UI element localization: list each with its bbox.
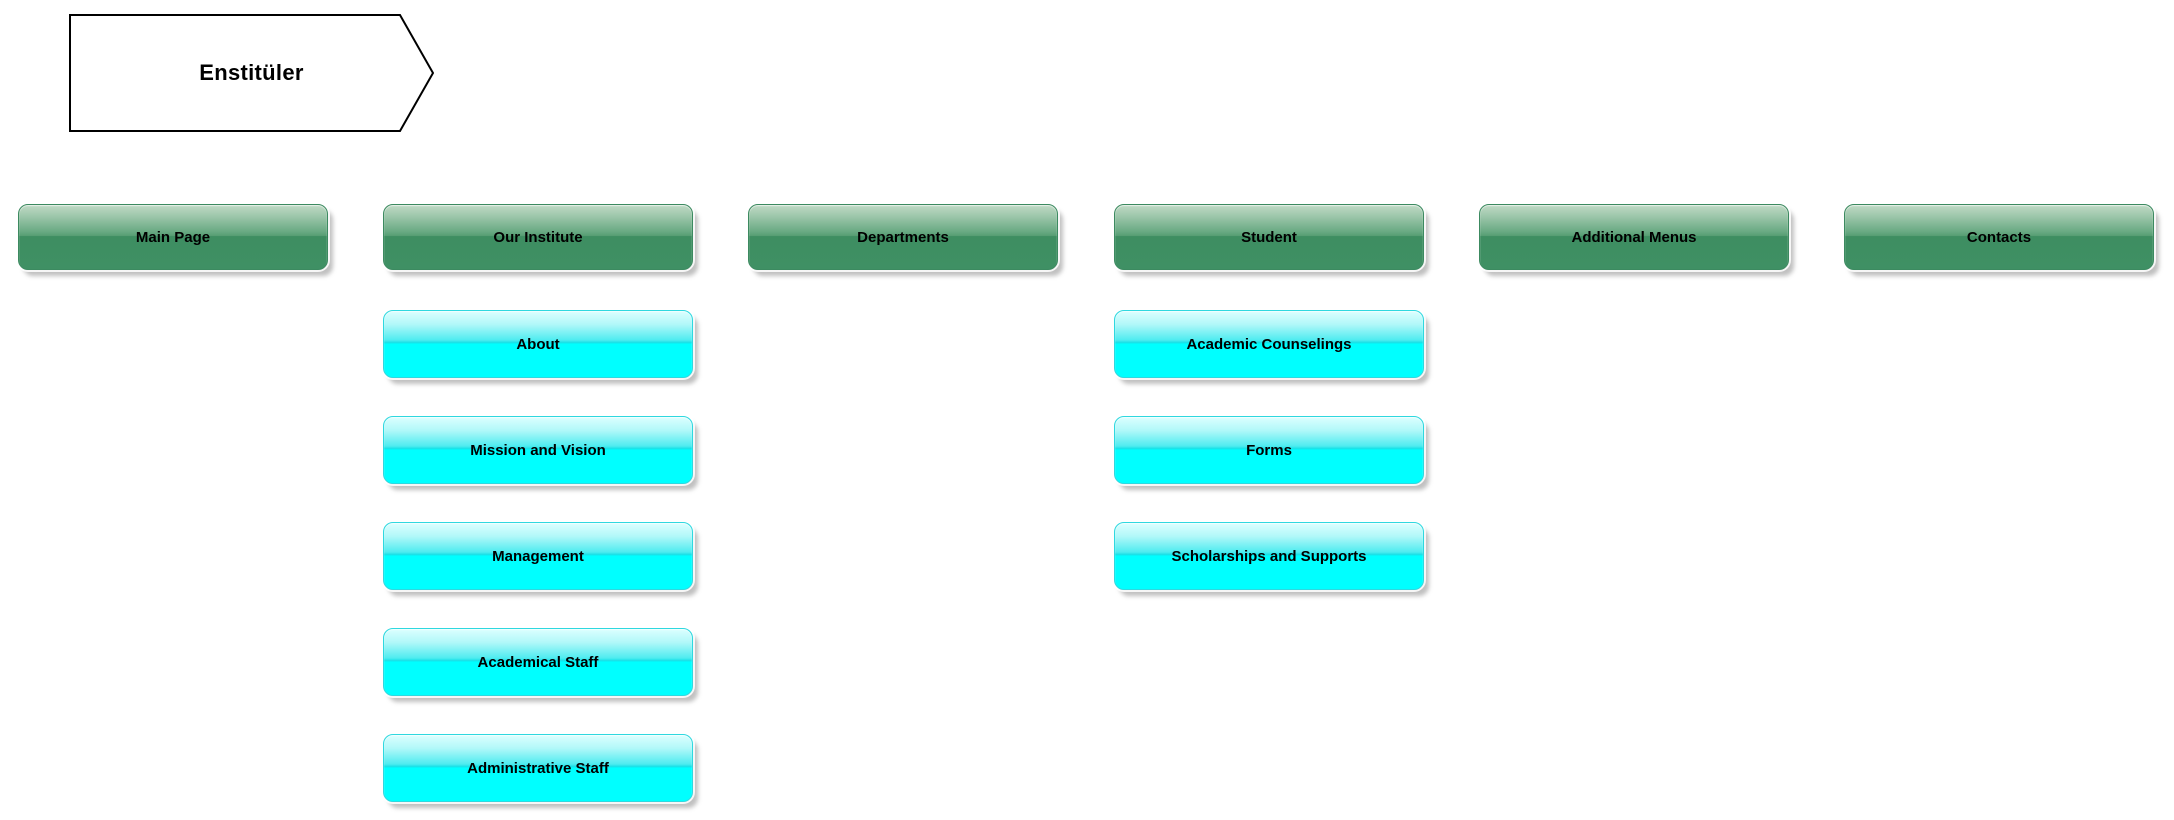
submenu-button-administrative-staff[interactable]: Administrative Staff — [383, 734, 693, 802]
submenu-button-forms[interactable]: Forms — [1114, 416, 1424, 484]
page-title: Enstitüler — [199, 60, 304, 85]
menu-button-student[interactable]: Student — [1114, 204, 1424, 270]
menu-button-departments[interactable]: Departments — [748, 204, 1058, 270]
title-flag: Enstitüler — [69, 14, 434, 132]
menu-button-additional-menus[interactable]: Additional Menus — [1479, 204, 1789, 270]
flag-pentagon-shape — [69, 14, 434, 132]
submenu-button-academical-staff[interactable]: Academical Staff — [383, 628, 693, 696]
submenu-button-about[interactable]: About — [383, 310, 693, 378]
submenu-button-mission-and-vision[interactable]: Mission and Vision — [383, 416, 693, 484]
submenu-button-scholarships-and-supports[interactable]: Scholarships and Supports — [1114, 522, 1424, 590]
menu-button-our-institute[interactable]: Our Institute — [383, 204, 693, 270]
menu-button-main-page[interactable]: Main Page — [18, 204, 328, 270]
submenu-button-management[interactable]: Management — [383, 522, 693, 590]
submenu-button-academic-counselings[interactable]: Academic Counselings — [1114, 310, 1424, 378]
menu-button-contacts[interactable]: Contacts — [1844, 204, 2154, 270]
